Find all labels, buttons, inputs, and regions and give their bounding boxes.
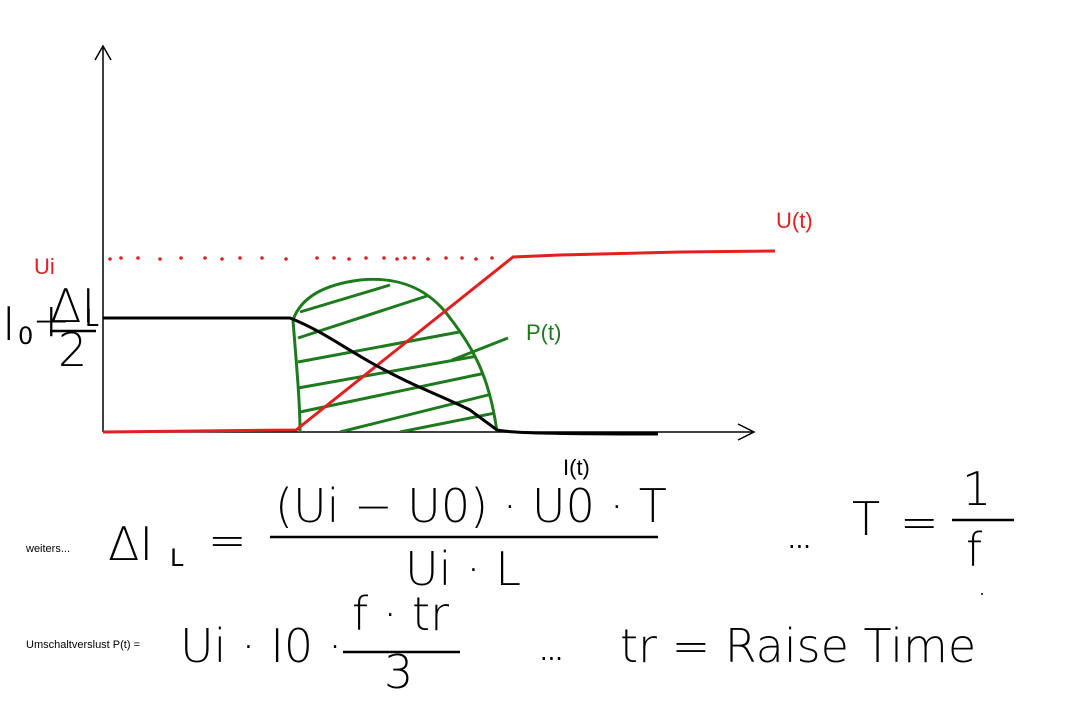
ui-dot: [426, 257, 430, 261]
ui-dot: [490, 256, 494, 260]
label-ui: Ui: [34, 254, 55, 279]
label-u-t: U(t): [776, 208, 813, 233]
svg-text:tr = Raise Time: tr = Raise Time: [620, 619, 976, 673]
formula-switching-loss: Umschaltverslust P(t) = Ui · I0 · f · tr…: [26, 587, 976, 699]
label-p-t: P(t): [526, 320, 561, 345]
formula1-numerator: (Ui − U0) · U0 · T: [275, 479, 667, 533]
svg-text:f: f: [966, 523, 983, 577]
voltage-curve: [102, 249, 776, 434]
svg-text:0: 0: [18, 322, 33, 350]
ui-dot: [460, 256, 464, 260]
svg-text:L: L: [170, 544, 184, 572]
ui-dot: [203, 256, 207, 260]
ui-dot: [444, 256, 448, 260]
formula1-prefix: weiters...: [25, 543, 70, 555]
svg-text:ΔI: ΔI: [108, 517, 153, 571]
svg-text:T: T: [852, 492, 880, 546]
ui-dot: [136, 256, 140, 260]
svg-text:...: ...: [540, 638, 563, 666]
ui-dotted-level: [108, 256, 494, 261]
ui-dot: [179, 256, 183, 260]
svg-text:L: L: [85, 304, 99, 332]
power-hatching: [297, 283, 497, 432]
current-curve: [103, 316, 659, 436]
ui-dot: [412, 256, 416, 260]
svg-text:=: =: [208, 513, 247, 567]
power-outline: [291, 277, 499, 433]
power-area: [291, 277, 509, 433]
ui-dot: [108, 257, 112, 261]
svg-text:I: I: [2, 297, 16, 351]
svg-text:3: 3: [384, 645, 413, 699]
ui-dot: [158, 257, 162, 261]
formula-delta-il: weiters... ΔI L = (Ui − U0) · U0 · T Ui …: [25, 462, 1014, 596]
svg-text:...: ...: [788, 526, 811, 554]
ui-dot: [395, 257, 399, 261]
svg-text:ΔI: ΔI: [50, 279, 95, 333]
label-i-t: I(t): [563, 455, 590, 480]
ui-dot: [364, 256, 368, 260]
axes: [94, 44, 756, 441]
ui-dot: [260, 256, 264, 260]
power-left-edge: [291, 319, 302, 433]
ui-dot: [332, 256, 336, 260]
ui-dot: [474, 257, 478, 261]
svg-text:=: =: [900, 495, 939, 549]
ui-dot: [220, 257, 224, 261]
x-axis-arrowhead: [737, 423, 756, 441]
current-level-label: I 0 + ΔI L 2: [2, 279, 99, 377]
ui-dot: [347, 257, 351, 261]
ui-dot: [382, 256, 386, 260]
ui-dot: [238, 256, 242, 260]
svg-text:2: 2: [58, 323, 87, 377]
svg-text:Ui · I0 ·: Ui · I0 ·: [180, 619, 342, 673]
power-label-pointer: [451, 336, 509, 362]
y-axis-arrowhead: [94, 44, 112, 61]
stray-dot: [981, 593, 983, 595]
ui-dot: [119, 256, 123, 260]
svg-text:+: +: [32, 293, 71, 347]
ui-dot: [284, 257, 288, 261]
formula2-prefix: Umschaltverslust P(t) =: [26, 639, 140, 651]
ui-dot: [315, 256, 319, 260]
formula1-denominator: Ui · L: [405, 542, 521, 596]
svg-text:f · tr: f · tr: [352, 587, 449, 641]
svg-text:1: 1: [962, 462, 991, 516]
ui-dot: [403, 256, 407, 260]
